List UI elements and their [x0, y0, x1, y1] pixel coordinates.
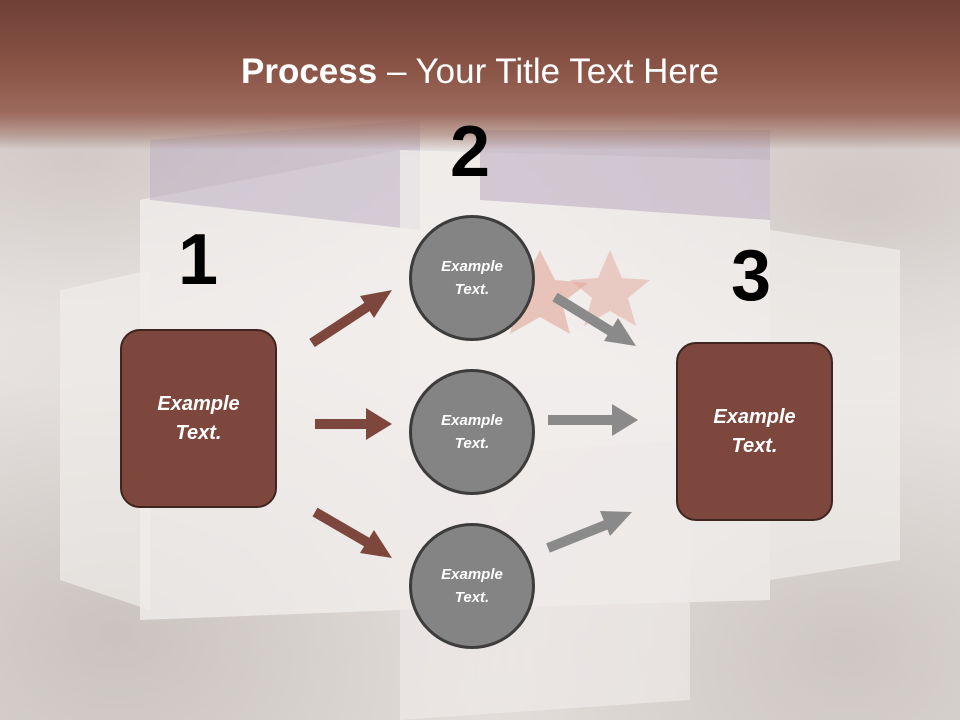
title-band	[0, 0, 960, 150]
step-number-1: 1	[178, 220, 219, 300]
left-box-label: Example Text.	[157, 392, 240, 444]
step-number-3: 3	[731, 236, 772, 316]
arrow-from-circle-1	[552, 292, 636, 346]
arrow-from-circle-2	[548, 404, 638, 436]
star-shape	[570, 250, 650, 326]
title-rest: – Your Title Text Here	[377, 52, 719, 91]
slide-title: Process – Your Title Text Here	[0, 52, 960, 92]
cube-top-right	[480, 130, 770, 220]
circle-step-3: Example Text.	[409, 523, 535, 649]
circle-2-label: Example Text.	[441, 412, 503, 452]
right-process-box: Example Text.	[676, 342, 833, 521]
circle-1-label: Example Text.	[441, 258, 503, 298]
arrow-to-circle-1	[309, 290, 392, 348]
arrow-to-circle-3	[312, 507, 392, 558]
circle-3-label: Example Text.	[441, 566, 503, 606]
right-box-label: Example Text.	[713, 405, 796, 457]
title-bold: Process	[241, 52, 378, 91]
circle-step-1: Example Text.	[409, 215, 535, 341]
circle-step-2: Example Text.	[409, 369, 535, 495]
arrow-to-circle-2	[315, 408, 392, 440]
cube-face-bottom	[400, 440, 690, 720]
left-process-box: Example Text.	[120, 329, 277, 508]
step-number-2: 2	[450, 112, 491, 192]
arrow-from-circle-3	[546, 511, 632, 553]
